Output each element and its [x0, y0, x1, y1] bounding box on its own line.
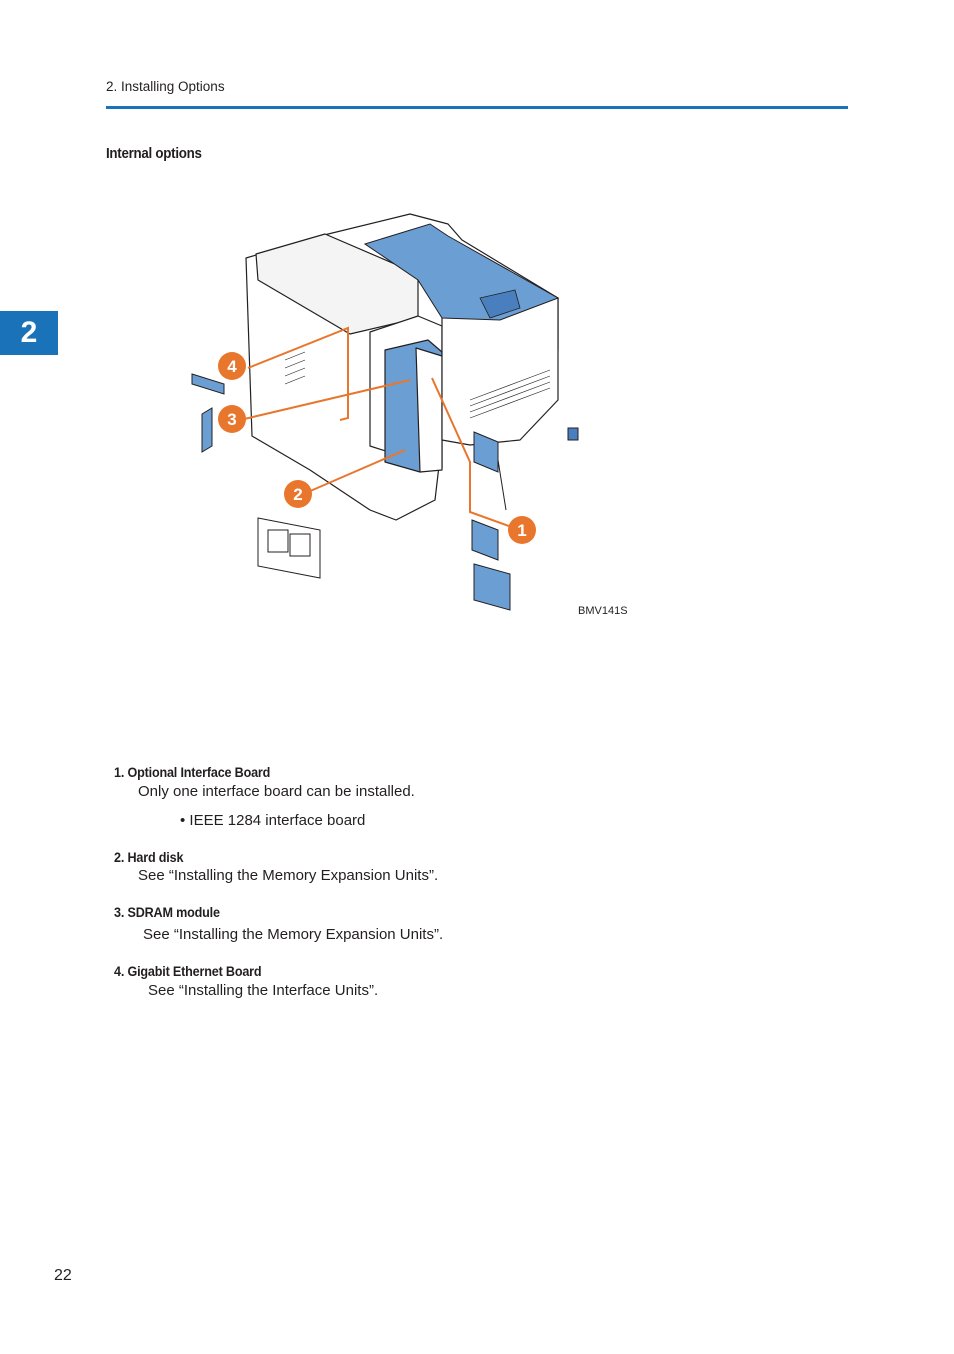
printer-illustration: 4 3 2 1	[191, 213, 579, 611]
interface-board-a	[473, 431, 499, 473]
callout-4: 4	[218, 352, 246, 380]
sdram-part	[201, 407, 213, 453]
callout-3: 3	[218, 405, 246, 433]
running-header: 2. Installing Options	[106, 79, 225, 94]
ethernet-board-part	[191, 373, 225, 395]
figure-code: BMV141S	[578, 605, 628, 617]
callout-2: 2	[284, 480, 312, 508]
item-2-desc: See “Installing the Memory Expansion Uni…	[138, 867, 439, 884]
hard-disk-part	[257, 517, 321, 579]
interface-board-c	[473, 563, 511, 611]
item-4-desc: See “Installing the Interface Units”.	[148, 982, 379, 999]
page-number: 22	[54, 1267, 72, 1284]
item-1-title: 1. Optional Interface Board	[114, 764, 271, 780]
interface-board-b	[471, 519, 499, 561]
item-2-title: 2. Hard disk	[114, 849, 184, 865]
section-title: Internal options	[106, 146, 202, 162]
item-4-title: 4. Gigabit Ethernet Board	[114, 963, 262, 979]
callout-1-label: 1	[517, 521, 526, 540]
callout-4-label: 4	[227, 357, 237, 376]
item-1-desc: Only one interface board can be installe…	[138, 783, 415, 800]
callout-1: 1	[508, 516, 536, 544]
callout-3-label: 3	[227, 410, 236, 429]
item-3-desc: See “Installing the Memory Expansion Uni…	[143, 926, 444, 943]
item-3-title: 3. SDRAM module	[114, 904, 220, 920]
header-rule	[106, 106, 848, 109]
item-1-bullet: • IEEE 1284 interface board	[180, 812, 366, 829]
callout-2-label: 2	[293, 485, 302, 504]
chapter-tab: 2	[0, 311, 58, 355]
